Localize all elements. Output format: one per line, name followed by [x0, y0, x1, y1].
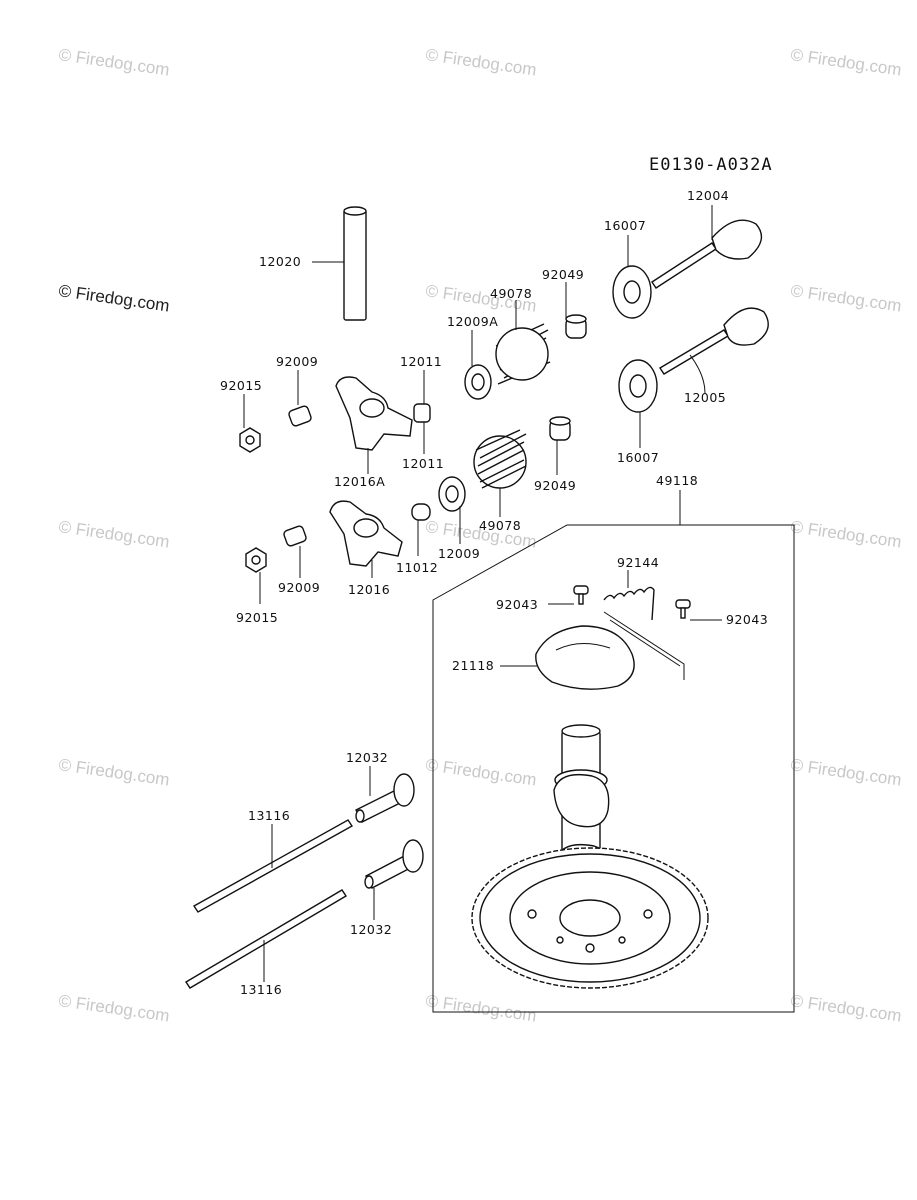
rocker-arm-top [335, 376, 413, 474]
callout-nut-top: 92015 [220, 378, 262, 393]
callout-bolt-left: 92043 [496, 597, 538, 612]
governor-spring-part [603, 570, 655, 621]
callout-pushrod-pin: 12020 [259, 254, 301, 269]
pushrod-top [192, 819, 354, 913]
callout-governor-spring: 92144 [617, 555, 659, 570]
callout-bolt-right: 92043 [726, 612, 768, 627]
watermark: © Firedog.com [57, 991, 170, 1025]
adjuster-top [288, 370, 312, 427]
callout-seat-top: 12009A [447, 314, 498, 329]
spring-seat-top [464, 330, 492, 400]
bolt-left [548, 585, 589, 605]
bolt-right [675, 599, 722, 621]
tappet-bottom [364, 839, 424, 920]
leader-spring-to-weight [603, 611, 685, 680]
watermark: © Firedog.com [789, 45, 902, 79]
watermark: © Firedog.com [789, 991, 902, 1025]
watermark: © Firedog.com [57, 755, 170, 789]
callout-camshaft-assy: 49118 [656, 473, 698, 488]
watermark: © Firedog.com [789, 755, 902, 789]
valve-spring-top [495, 300, 551, 385]
valve-cap-bottom [549, 416, 571, 475]
callout-pushrod-bottom: 13116 [240, 982, 282, 997]
nut-top [239, 394, 261, 453]
collet-top [413, 370, 431, 423]
callout-rocker-top: 12016A [334, 474, 385, 489]
callout-rocker-bottom: 12016 [348, 582, 390, 597]
watermark: © Firedog.com [424, 991, 537, 1025]
rocker-arm-bottom [329, 500, 403, 578]
exhaust-valve-part [651, 205, 763, 289]
valve-cap-top [565, 282, 587, 339]
callout-governor-weight: 21118 [452, 658, 494, 673]
governor-weight-part [500, 625, 635, 690]
callout-collet-bottom: 12011 [402, 456, 444, 471]
tappet-top [355, 766, 415, 823]
callout-retainer-bottom: 16007 [617, 450, 659, 465]
diagram-code: E0130-A032A [649, 155, 773, 175]
intake-valve-part [659, 307, 769, 394]
pushrod-bottom [185, 889, 347, 989]
callout-cap-top: 92049 [542, 267, 584, 282]
callout-adjuster-bottom: 92009 [278, 580, 320, 595]
nut-bottom [245, 547, 267, 604]
watermark: © Firedog.com [57, 281, 170, 315]
callout-retainer-top: 16007 [604, 218, 646, 233]
valve-spring-bottom [473, 429, 527, 517]
callout-exhaust-valve: 12004 [687, 188, 729, 203]
watermarks: © Firedog.com © Firedog.com © Firedog.co… [57, 45, 902, 1025]
callout-bushing: 11012 [396, 560, 438, 575]
cam-gear-part [471, 847, 709, 989]
watermark: © Firedog.com [789, 281, 902, 315]
valve-retainer-top [612, 235, 652, 319]
callout-cap-bottom: 92049 [534, 478, 576, 493]
callout-nut-bottom: 92015 [236, 610, 278, 625]
watermark: © Firedog.com [57, 517, 170, 551]
callout-pushrod-top: 13116 [248, 808, 290, 823]
callout-seat-bottom: 12009 [438, 546, 480, 561]
camshaft-assembly-frame [432, 490, 795, 1013]
callout-collet-top: 12011 [400, 354, 442, 369]
callout-adjuster-top: 92009 [276, 354, 318, 369]
watermark: © Firedog.com [57, 45, 170, 79]
pushrod-pin-part [312, 206, 367, 321]
callout-spring-top: 49078 [490, 286, 532, 301]
spring-seat-bottom [438, 476, 466, 544]
callout-tappet-top: 12032 [346, 750, 388, 765]
leader-spring-link [609, 619, 681, 667]
callout-intake-valve: 12005 [684, 390, 726, 405]
watermark: © Firedog.com [424, 755, 537, 789]
watermark: © Firedog.com [789, 517, 902, 551]
callout-tappet-bottom: 12032 [350, 922, 392, 937]
bushing-part [411, 503, 431, 556]
callout-spring-bottom: 49078 [479, 518, 521, 533]
watermark: © Firedog.com [424, 45, 537, 79]
adjuster-bottom [283, 525, 307, 578]
valve-retainer-bottom [618, 359, 658, 448]
